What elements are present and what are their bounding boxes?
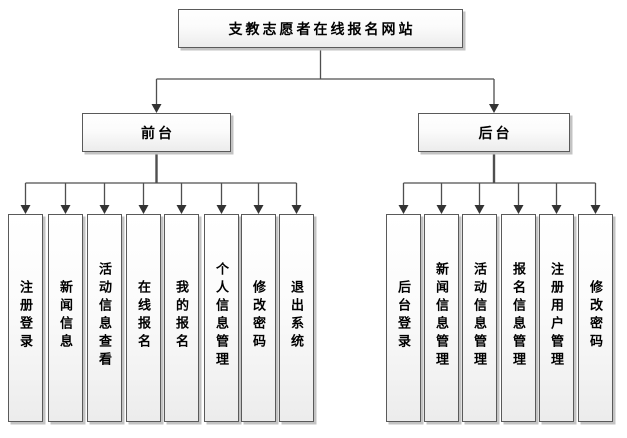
node-signup-info-mgmt: 报名信息管理 <box>501 214 536 422</box>
node-frontend: 前台 <box>82 113 231 152</box>
arrowhead <box>253 205 264 214</box>
leaf-label: 我的报名 <box>174 280 189 352</box>
node-root-website: 支教志愿者在线报名网站 <box>178 9 463 48</box>
node-change-password-back: 修改密码 <box>578 214 613 422</box>
node-news-info: 新闻信息 <box>48 214 83 422</box>
node-root-label: 支教志愿者在线报名网站 <box>228 22 416 38</box>
leaf-label: 修改密码 <box>588 280 603 352</box>
arrowhead <box>20 205 31 214</box>
arrowhead <box>138 205 149 214</box>
node-news-info-mgmt: 新闻信息管理 <box>424 214 459 422</box>
leaf-label: 退出系统 <box>289 280 304 352</box>
node-backend: 后台 <box>418 113 570 152</box>
leaf-label: 活动信息管理 <box>472 262 487 370</box>
arrowhead-back <box>489 104 499 113</box>
node-backend-label: 后台 <box>478 126 513 142</box>
node-my-signup: 我的报名 <box>164 214 199 422</box>
arrowhead <box>216 205 227 214</box>
leaf-label: 新闻信息 <box>58 280 73 352</box>
node-backend-login: 后台登录 <box>386 214 421 422</box>
arrowhead <box>99 205 110 214</box>
node-online-signup: 在线报名 <box>126 214 161 422</box>
arrowhead <box>436 205 447 214</box>
arrowhead <box>60 205 71 214</box>
node-registered-user-mgmt: 注册用户管理 <box>539 214 574 422</box>
node-exit-system: 退出系统 <box>279 214 314 422</box>
arrowhead <box>291 205 302 214</box>
leaf-label: 后台登录 <box>396 280 411 352</box>
node-personal-info-mgmt: 个人信息管理 <box>204 214 239 422</box>
leaf-label: 个人信息管理 <box>214 262 229 370</box>
arrowhead <box>176 205 187 214</box>
leaf-label: 注册登录 <box>18 280 33 352</box>
arrowhead <box>513 205 524 214</box>
leaf-label: 报名信息管理 <box>511 262 526 370</box>
leaf-label: 在线报名 <box>136 280 151 352</box>
node-activity-info-view: 活动信息查看 <box>87 214 122 422</box>
node-frontend-label: 前台 <box>141 126 175 142</box>
arrowhead <box>474 205 485 214</box>
leaf-label: 活动信息查看 <box>97 262 112 370</box>
node-activity-info-mgmt: 活动信息管理 <box>462 214 497 422</box>
node-change-password-front: 修改密码 <box>241 214 276 422</box>
leaf-label: 新闻信息管理 <box>434 262 449 370</box>
arrowhead <box>398 205 409 214</box>
leaf-label: 修改密码 <box>251 280 266 352</box>
arrowhead <box>551 205 562 214</box>
leaf-label: 注册用户管理 <box>549 262 564 370</box>
arrowhead-front <box>151 104 162 113</box>
node-register-login: 注册登录 <box>8 214 43 422</box>
arrowhead <box>590 205 601 214</box>
